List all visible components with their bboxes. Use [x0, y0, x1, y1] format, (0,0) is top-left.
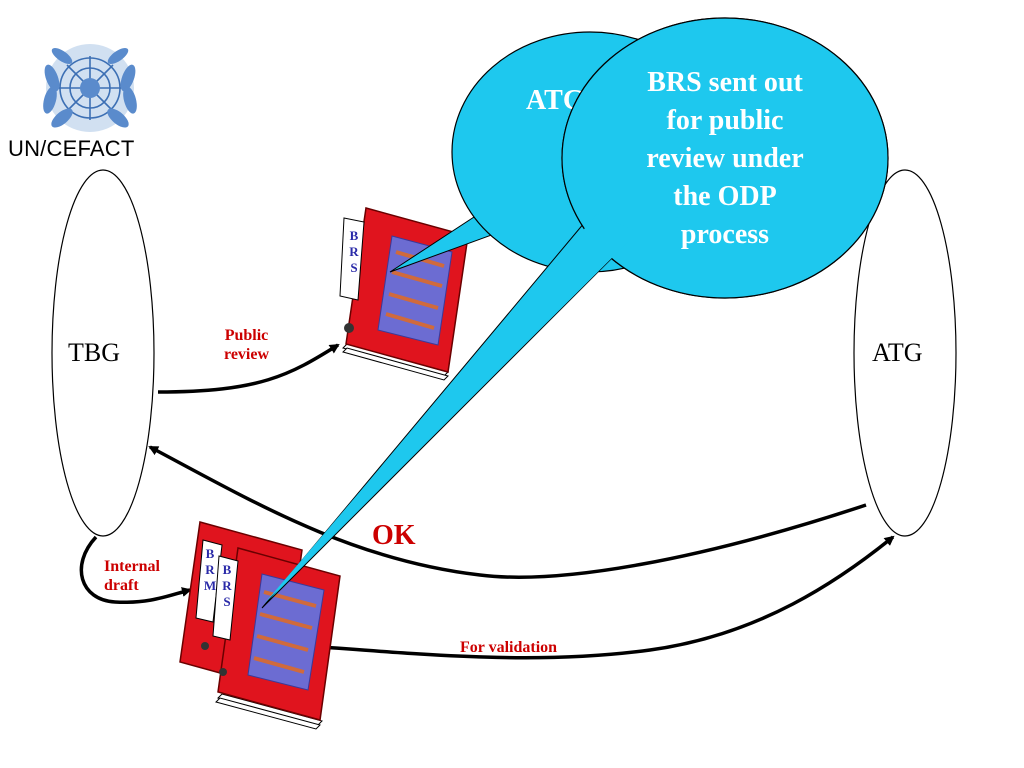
front-bubble-text: BRS sent out for public review under the… [646, 67, 804, 250]
front-binder-spine-letters: B R S [222, 562, 232, 609]
internal-draft-arrow [79, 535, 192, 605]
tbg-label: TBG [68, 338, 120, 367]
top-binder-spine-letters: B R S [349, 228, 359, 275]
for-validation-label: For validation [460, 639, 558, 656]
atg-label: ATG [872, 338, 923, 367]
for-validation-arrow [321, 535, 895, 660]
ok-label: OK [372, 520, 416, 551]
public-review-label: Public review [224, 327, 270, 363]
internal-draft-label: Internal draft [104, 558, 160, 594]
tbg-ellipse [51, 169, 155, 537]
un-cefact-logo-text: UN/CEFACT [8, 136, 135, 161]
back-binder-spine-letters: B R M [203, 546, 217, 593]
un-emblem-icon [43, 44, 137, 132]
